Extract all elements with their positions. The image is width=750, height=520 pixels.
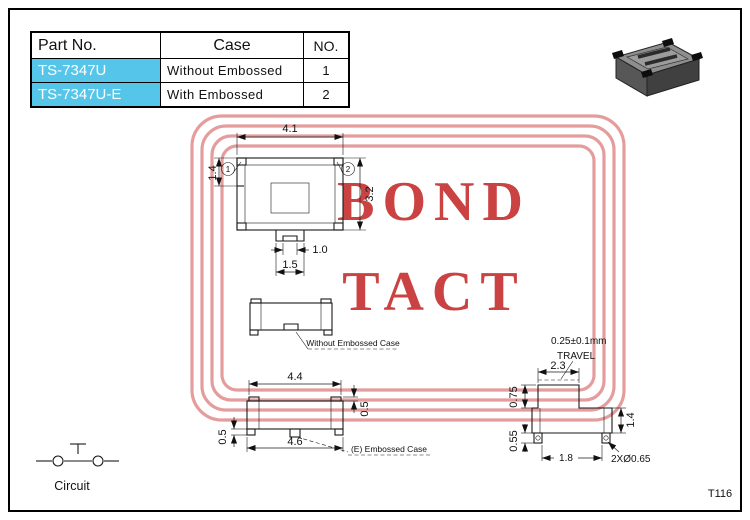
top-view-stem-notch xyxy=(282,235,298,241)
page-border xyxy=(8,8,742,512)
watermark: BOND TACT xyxy=(190,114,626,422)
dim-edge-left: 1.4 xyxy=(207,165,219,180)
component-terminal xyxy=(612,50,624,59)
dim-leg-span: 1.8 xyxy=(559,453,573,464)
table-row: TS-7347U Without Embossed 1 xyxy=(30,58,350,83)
top-view-inner-outline xyxy=(244,164,336,224)
watermark-frame xyxy=(190,114,626,422)
circuit-label: Circuit xyxy=(54,479,90,493)
embossed-view-leg xyxy=(334,428,344,436)
component-terminal xyxy=(641,69,653,78)
watermark-frame xyxy=(210,134,606,402)
top-view-body xyxy=(236,157,344,231)
component-terminal xyxy=(691,52,703,61)
front-view-dimensions: 0.25±0.1mm TRAVEL 2.3 0.75 1.4 xyxy=(508,336,651,465)
part-number-cell: TS-7347U-E xyxy=(30,82,161,108)
terminal-callout-1: 1 xyxy=(221,161,242,176)
watermark-text-line2: TACT xyxy=(342,261,525,323)
dim-top-width: 4.1 xyxy=(282,123,297,135)
front-view-leg xyxy=(601,432,611,444)
dim-body-height: 1.4 xyxy=(625,412,637,427)
top-view-actuator-outline xyxy=(270,182,310,214)
side-view-leg xyxy=(323,329,333,336)
watermark-frame xyxy=(200,124,616,412)
terminal-hole xyxy=(603,435,609,441)
front-view: 0.25±0.1mm TRAVEL 2.3 0.75 1.4 xyxy=(508,336,651,465)
circuit-terminal-2 xyxy=(92,455,104,467)
front-view-leg xyxy=(533,432,543,444)
embossed-view: 4.4 0.5 4.6 0.5 (E) Embossed Case xyxy=(217,371,430,456)
terminal-hole xyxy=(535,435,541,441)
dim-stem-width: 2.3 xyxy=(550,360,565,372)
travel-label: TRAVEL xyxy=(557,351,596,362)
header-case: Case xyxy=(160,31,304,59)
embossed-view-dimensions: 4.4 0.5 4.6 0.5 (E) Embossed Case xyxy=(217,371,430,456)
side-view-label: Without Embossed Case xyxy=(306,338,400,348)
part-number-table: Part No. Case NO. TS-7347U Without Embos… xyxy=(30,31,350,108)
case-cell: Without Embossed xyxy=(160,58,304,83)
embossed-view-label: (E) Embossed Case xyxy=(351,444,427,454)
dim-tab-height: 0.5 xyxy=(359,401,371,416)
header-part-no: Part No. xyxy=(30,31,161,59)
watermark-text-line1: BOND xyxy=(337,171,531,233)
front-view-profile xyxy=(531,384,613,434)
doc-number: T116 xyxy=(708,488,732,500)
emboss-bump xyxy=(289,428,301,438)
embossed-view-top-tab xyxy=(330,396,342,402)
component-terminal xyxy=(662,38,674,47)
component-right-face xyxy=(646,58,700,97)
embossed-view-top-tab xyxy=(248,396,260,402)
embossed-view-leg xyxy=(246,428,256,436)
terminal-callout-2: 2 xyxy=(336,161,355,176)
case-cell: With Embossed xyxy=(160,82,304,108)
dim-stem-height: 0.75 xyxy=(508,386,520,407)
side-view-top-tab xyxy=(320,298,332,304)
dim-leg-height: 0.5 xyxy=(217,429,229,444)
dim-stem: 1.5 xyxy=(282,259,297,271)
dim-leg-height: 0.55 xyxy=(508,430,520,451)
no-cell: 2 xyxy=(303,82,350,108)
table-row: TS-7347U-E With Embossed 2 xyxy=(30,82,350,108)
component-slot xyxy=(637,47,671,59)
circuit-diagram: Circuit xyxy=(36,443,119,493)
embossed-view-body xyxy=(246,400,344,430)
side-view-leg xyxy=(249,329,259,336)
component-3d-image xyxy=(612,38,703,97)
table-header-row: Part No. Case NO. xyxy=(30,31,350,59)
travel-value: 0.25±0.1mm xyxy=(551,336,607,347)
side-view-center-notch xyxy=(283,323,299,330)
dim-height: 3.2 xyxy=(364,186,376,201)
dim-notch: 1.0 xyxy=(312,244,327,256)
component-slot xyxy=(644,54,678,66)
watermark-frame xyxy=(220,144,596,392)
callout-1-number: 1 xyxy=(226,165,231,174)
side-view-top-tab xyxy=(250,298,262,304)
top-view-corner-terminals xyxy=(236,157,344,231)
side-view-body xyxy=(249,302,333,331)
no-cell: 1 xyxy=(303,58,350,83)
callout-2-number: 2 xyxy=(346,165,351,174)
dim-bottom-width: 4.6 xyxy=(287,436,302,448)
top-view: 1 2 4.1 1.4 3.2 xyxy=(207,123,376,276)
header-no: NO. xyxy=(303,31,350,59)
dim-terminal-holes: 2XØ0.65 xyxy=(611,454,651,465)
top-view-stem-tab xyxy=(275,230,305,242)
side-view-plain: Without Embossed Case xyxy=(249,298,400,350)
top-view-dimensions: 4.1 1.4 3.2 1.0 1.5 xyxy=(207,123,376,276)
part-number-cell: TS-7347U xyxy=(30,58,161,83)
circuit-terminal-1 xyxy=(52,455,64,467)
component-top-plate xyxy=(626,46,689,70)
dim-top-width: 4.4 xyxy=(287,371,302,383)
